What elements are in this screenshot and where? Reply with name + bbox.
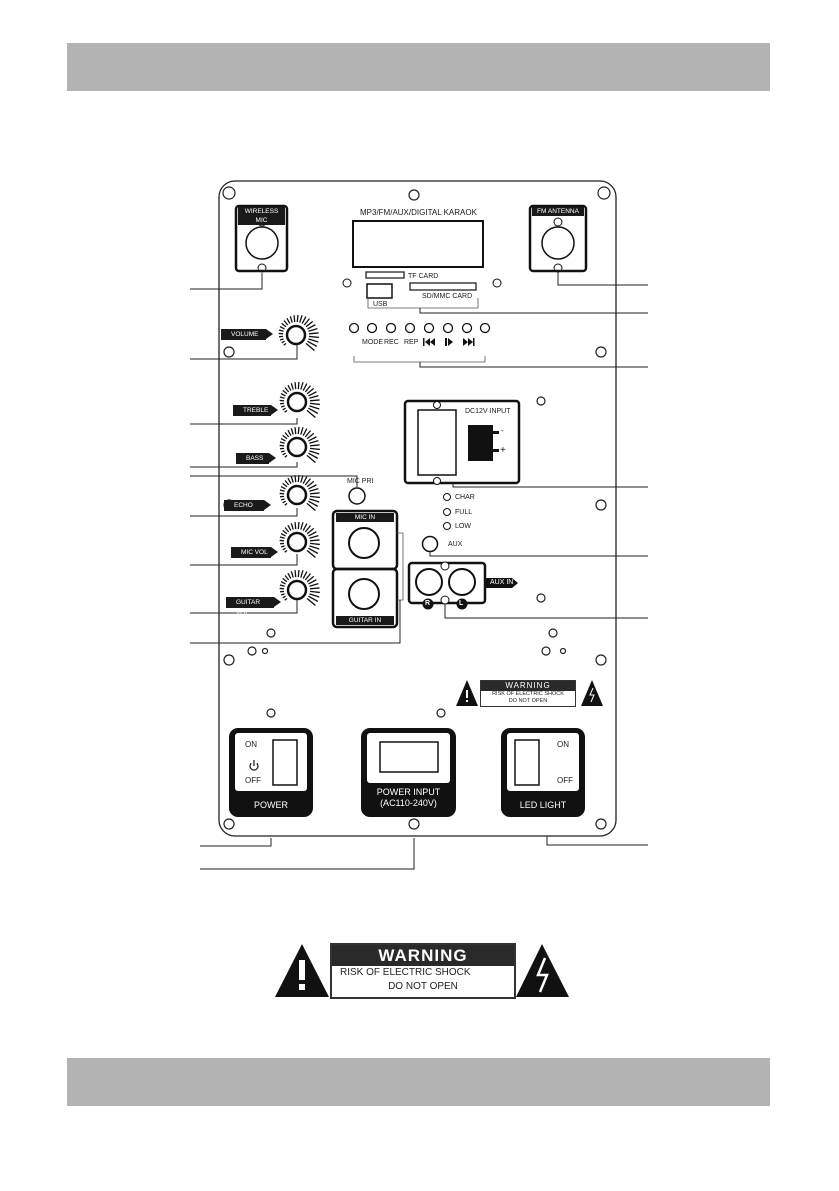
sd-card-label: SD/MMC CARD (422, 293, 473, 300)
small-warning-title: WARNING (481, 681, 575, 691)
dc-input-label: DC12V INPUT (465, 408, 511, 415)
led-off-label: OFF (557, 776, 573, 785)
fm-antenna-label: FM ANTENNA (532, 207, 584, 216)
power-on-label: ON (245, 740, 257, 749)
wireless-mic-label: WIRELESS MIC (238, 207, 285, 225)
led-low-label: LOW (455, 523, 471, 530)
tf-card-label: TF CARD (408, 273, 439, 280)
transport-icons (423, 338, 475, 346)
power-input-socket (379, 741, 439, 773)
power-label: POWER (235, 798, 307, 812)
knobs (278, 314, 320, 606)
next-icon (463, 338, 468, 346)
treble-tag: TREBLE (233, 405, 278, 416)
aux-button (421, 535, 439, 553)
mic-vol-tag: MIC VOL (231, 547, 278, 558)
rep-label: REP (404, 339, 419, 346)
big-warning-line1: RISK OF ELECTRIC SHOCK (340, 967, 471, 978)
led-on-label: ON (557, 740, 569, 749)
rec-label: REC (384, 339, 399, 346)
led-char-label: CHAR (455, 494, 475, 501)
power-rocker (272, 739, 298, 786)
led-light-rocker (514, 739, 540, 786)
guitar-vol-knob[interactable] (279, 569, 320, 606)
mic-vol-knob[interactable] (279, 521, 320, 558)
echo-tag: ECHO (224, 500, 271, 511)
big-warning-line2: DO NOT OPEN (388, 981, 458, 992)
screw-holes (222, 186, 611, 830)
small-lightning-triangle (581, 680, 603, 706)
lcd-display (352, 220, 484, 268)
guitar-in-label: GUITAR IN (336, 616, 394, 625)
power-input-line1: POWER INPUT (361, 787, 456, 797)
aux-l-label: L (459, 600, 464, 607)
guitar-vol-tag: GUITAR VOL (226, 597, 281, 617)
power-symbol-icon (249, 760, 259, 771)
mode-label: MODE (362, 339, 383, 346)
aux-in-label: AUX IN (490, 579, 514, 586)
lightning-triangle-icon (516, 944, 569, 997)
usb-label: USB (373, 301, 388, 308)
aux-label: AUX (448, 541, 463, 548)
small-warning-box: WARNING RISK OF ELECTRIC SHOCK DO NOT OP… (480, 680, 576, 707)
power-input-line2: (AC110-240V) (361, 798, 456, 808)
treble-knob[interactable] (279, 381, 320, 418)
volume-knob[interactable] (278, 314, 319, 351)
leader-lines (190, 272, 648, 870)
sd-card-slot (409, 282, 477, 291)
mic-pri-label: MIC PRI (347, 478, 374, 485)
volume-tag: VOLUME (221, 329, 273, 340)
wireless-mic-socket (234, 204, 289, 273)
mic-in-label: MIC IN (336, 513, 394, 522)
bass-knob[interactable] (279, 426, 320, 463)
small-warning-line1: RISK OF ELECTRIC SHOCK (492, 691, 564, 697)
status-leds (443, 493, 451, 530)
guitar-in-socket (331, 567, 399, 629)
small-warning-line2: DO NOT OPEN (508, 698, 548, 704)
dc-plus-label: + (500, 445, 506, 456)
dc-connector (468, 425, 493, 461)
mic-pri-button (348, 487, 366, 505)
aux-r-label: R (425, 600, 431, 607)
display-title: MP3/FM/AUX/DIGITAL KARAOK (360, 208, 477, 217)
dc-input-box (403, 399, 521, 485)
tf-card-slot (365, 271, 405, 279)
footer-band (67, 1058, 770, 1106)
led-light-label: LED LIGHT (507, 798, 579, 812)
panel-outline (218, 180, 617, 837)
play-pause-icon (445, 338, 447, 346)
led-full-label: FULL (455, 509, 473, 516)
power-off-label: OFF (245, 776, 261, 785)
bass-tag: BASS (236, 453, 276, 464)
dc-minus-label: - (501, 426, 504, 435)
prev-icon (425, 338, 430, 346)
header-band (67, 43, 770, 91)
echo-knob[interactable] (279, 474, 320, 511)
control-buttons (348, 322, 491, 334)
big-warning-title: WARNING (332, 945, 514, 966)
usb-port (366, 283, 393, 299)
fm-antenna-socket (528, 204, 588, 273)
big-warning-box: WARNING RISK OF ELECTRIC SHOCK DO NOT OP… (330, 943, 516, 999)
